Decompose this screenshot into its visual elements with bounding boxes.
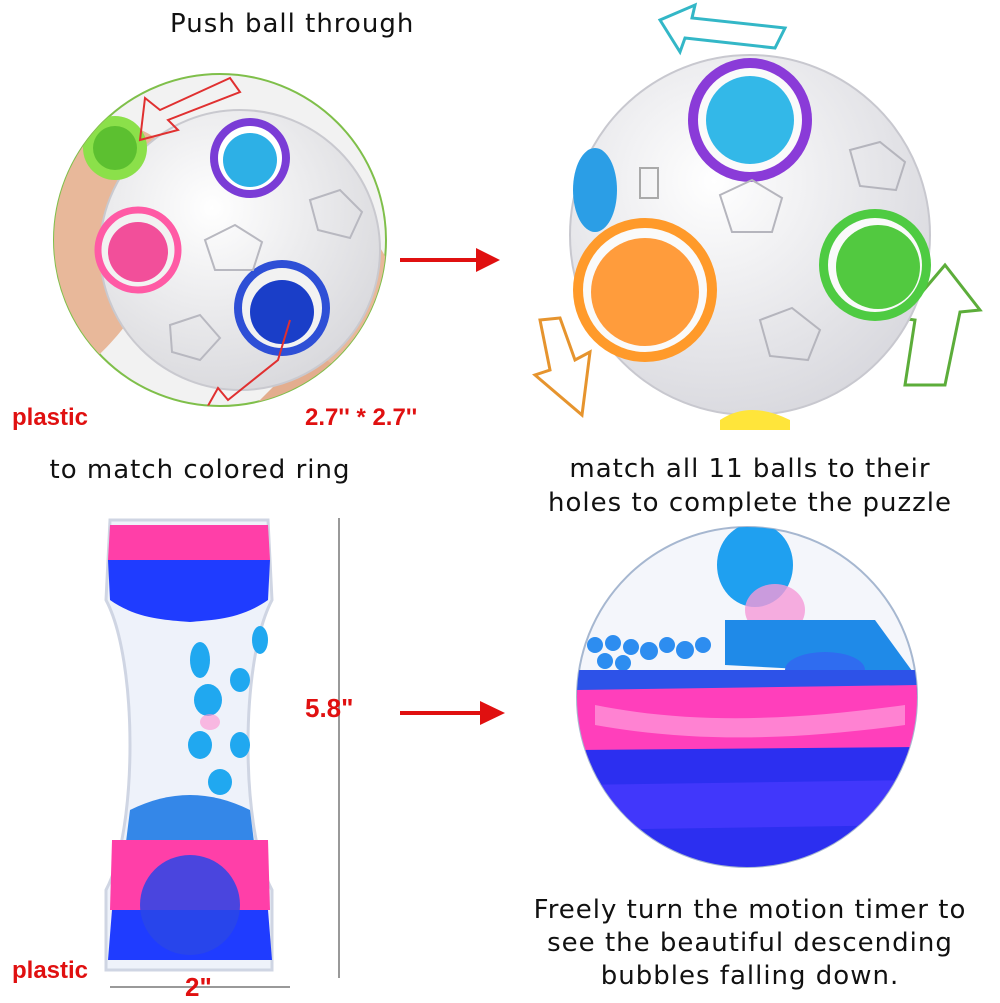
width-dimension-line xyxy=(110,986,290,988)
match-balls-caption-line1: match all 11 balls to their xyxy=(569,454,931,484)
match-ring-caption: to match colored ring xyxy=(49,455,351,485)
material-label: plastic xyxy=(12,404,89,431)
rainbow-ball-image xyxy=(532,2,983,430)
ball-size-label: 2.7'' * 2.7'' xyxy=(305,404,418,431)
timer-caption-line3: bubbles falling down. xyxy=(600,961,900,991)
bubbles-closeup-image xyxy=(576,526,918,868)
height-label: 5.8" xyxy=(305,693,354,723)
top-left-panel: Push ball through xyxy=(0,0,480,500)
width-label: 2" xyxy=(185,972,212,1002)
bottom-right-panel: Freely turn the motion timer to see the … xyxy=(500,520,1000,1000)
top-right-panel: match all 11 balls to their holes to com… xyxy=(500,0,1000,520)
match-balls-caption-line2: holes to complete the puzzle xyxy=(548,488,952,518)
right-arrow-icon-2 xyxy=(400,701,505,725)
push-ball-caption: Push ball through xyxy=(170,9,415,39)
liquid-motion-timer-image xyxy=(104,518,274,972)
timer-material-label: plastic xyxy=(12,957,89,984)
right-arrow-icon xyxy=(400,248,500,272)
hand-with-ball-image xyxy=(53,73,387,407)
bottom-left-panel: 5.8" 2" plastic xyxy=(0,510,500,1002)
timer-caption-line2: see the beautiful descending xyxy=(547,928,953,958)
timer-caption-line1: Freely turn the motion timer to xyxy=(533,895,967,925)
height-dimension-line xyxy=(338,518,340,978)
